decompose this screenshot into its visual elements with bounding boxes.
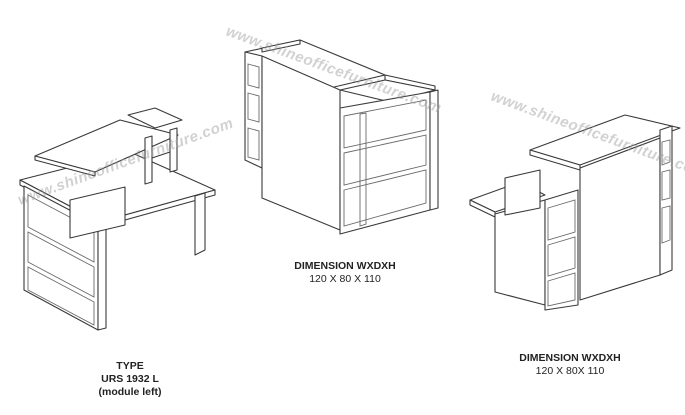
center-drawer-divider (359, 112, 367, 227)
left-support-2 (169, 127, 178, 173)
left-drawer-2 (27, 231, 95, 298)
right-base-front (494, 199, 546, 306)
caption-left-line1: TYPE (116, 360, 144, 372)
right-drawer-1 (547, 199, 576, 241)
right-side-slot-3 (661, 205, 671, 244)
caption-left: TYPE URS 1932 L (module left) (75, 360, 185, 399)
center-drawer-2 (343, 134, 427, 186)
left-support-1 (144, 135, 153, 185)
left-box-front (69, 186, 126, 239)
right-side-slot-2 (661, 169, 671, 201)
left-upper-shelf (127, 107, 183, 129)
caption-right: DIMENSION WXDXH 120 X 80X 110 (495, 352, 645, 378)
caption-left-line2: URS 1932 L (101, 373, 159, 385)
right-box (504, 169, 541, 216)
right-desk-drawing (469, 114, 681, 311)
center-left-slot-1 (247, 63, 260, 89)
right-pedestal (544, 189, 579, 311)
left-support-rail (151, 151, 171, 159)
right-side-panel (659, 125, 673, 276)
left-counter-edge (34, 155, 96, 177)
center-left-slot-2 (247, 92, 260, 123)
center-drawer-side (429, 89, 439, 211)
left-panel-leg (194, 192, 206, 256)
left-desk-drawing (19, 107, 216, 331)
center-top-ledge (261, 39, 301, 53)
center-left-slot-3 (247, 127, 260, 161)
caption-center-value: 120 X 80 X 110 (309, 273, 381, 285)
center-drawer-block (339, 91, 431, 235)
right-drawer-3 (547, 272, 576, 307)
center-desk-drawing (244, 39, 439, 235)
caption-right-value: 120 X 80X 110 (535, 365, 605, 377)
caption-center: DIMENSION WXDXH 120 X 80 X 110 (270, 260, 420, 286)
caption-left-line3: (module left) (98, 386, 162, 398)
caption-right-title: DIMENSION WXDXH (519, 352, 621, 364)
center-drawer-3 (343, 169, 427, 227)
center-drawer-1 (343, 99, 427, 149)
caption-center-title: DIMENSION WXDXH (294, 260, 396, 272)
left-pedestal-side (97, 221, 107, 331)
right-side-slot-1 (661, 139, 671, 166)
center-shelf-top (339, 79, 436, 103)
right-drawer-2 (547, 236, 576, 277)
left-drawer-3 (27, 266, 95, 326)
right-back-panel (579, 137, 661, 301)
